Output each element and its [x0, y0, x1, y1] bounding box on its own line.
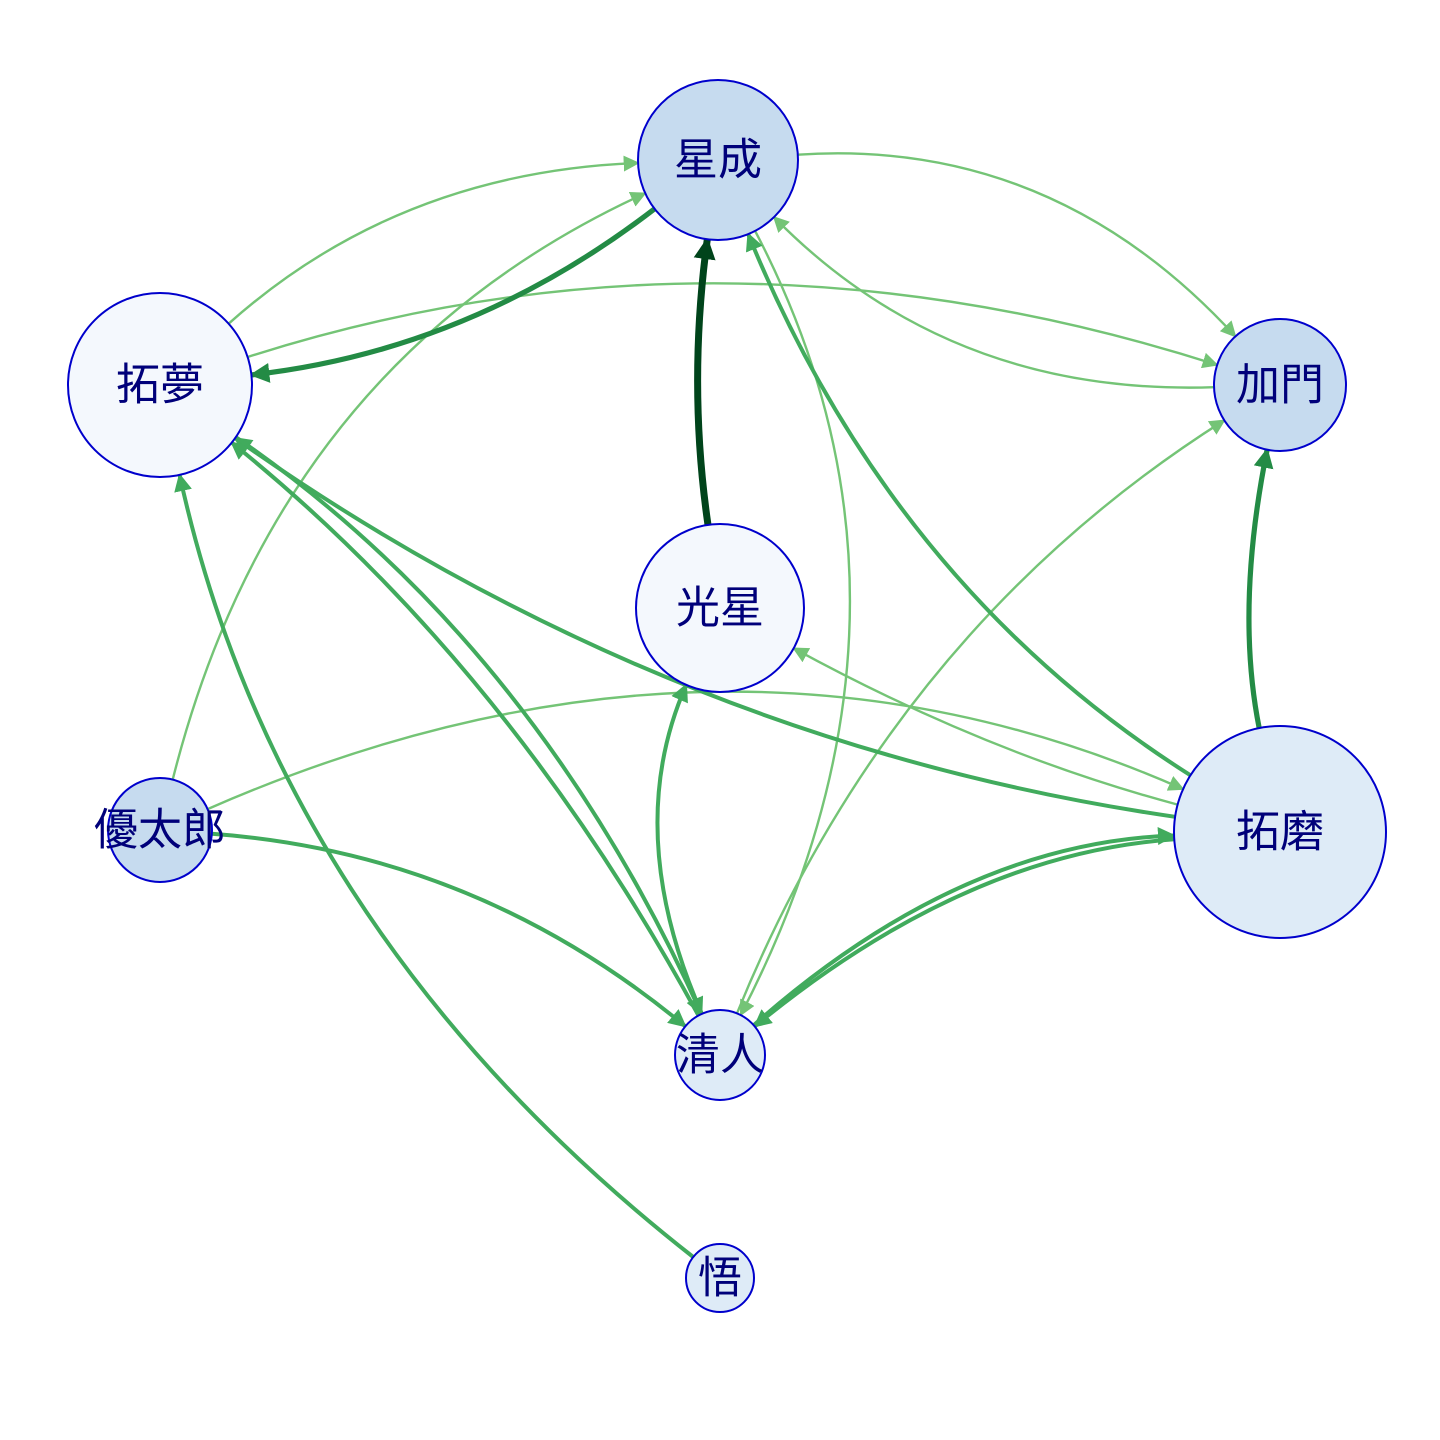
node-takuma: 拓磨	[1173, 725, 1387, 939]
node-label-satoru: 悟	[698, 1253, 742, 1304]
edge-kosei-to-seisei	[693, 235, 716, 529]
edges-layer	[171, 152, 1274, 1259]
node-circle-seisei	[637, 79, 799, 241]
edge-takumu-to-kamon	[246, 282, 1219, 369]
edge-takumu-to-kiyoto	[233, 435, 704, 1016]
edge-yutaro-to-seisei	[171, 192, 647, 781]
node-label-seisei: 星成	[674, 135, 762, 186]
node-label-kiyoto: 清人	[676, 1030, 764, 1081]
node-kamon: 加門	[1213, 318, 1347, 452]
edge-kiyoto-to-takumu	[229, 440, 701, 1018]
edge-takuma-to-kiyoto	[752, 837, 1177, 1029]
node-kosei: 光星	[635, 523, 805, 693]
edge-kiyoto-to-takuma	[751, 827, 1177, 1028]
edge-takuma-to-kamon	[1246, 447, 1274, 731]
node-satoru: 悟	[685, 1243, 755, 1313]
node-circle-yutaro	[107, 777, 213, 883]
edge-satoru-to-takumu	[174, 472, 696, 1259]
node-label-yutaro: 優太郎	[94, 805, 226, 856]
node-circle-takuma	[1173, 725, 1387, 939]
edge-yutaro-to-kiyoto	[209, 831, 688, 1029]
node-takumu: 拓夢	[67, 292, 253, 478]
node-circle-kosei	[635, 523, 805, 693]
node-label-kosei: 光星	[676, 583, 764, 634]
node-kiyoto: 清人	[674, 1009, 766, 1101]
edge-takuma-to-seisei	[745, 232, 1193, 778]
edge-takumu-to-seisei	[227, 155, 640, 325]
node-label-kamon: 加門	[1236, 360, 1324, 411]
edge-kiyoto-to-kosei	[655, 682, 704, 1016]
node-yutaro: 優太郎	[94, 777, 226, 883]
edge-kiyoto-to-kamon	[735, 419, 1226, 1015]
node-seisei: 星成	[637, 79, 799, 241]
edge-seisei-to-kiyoto	[739, 229, 852, 1017]
node-label-takuma: 拓磨	[1236, 807, 1324, 858]
node-circle-satoru	[685, 1243, 755, 1313]
node-circle-kiyoto	[674, 1009, 766, 1101]
edge-seisei-to-kamon	[796, 152, 1237, 338]
edge-kamon-to-seisei	[772, 215, 1216, 389]
edge-seisei-to-takumu	[248, 206, 658, 383]
node-circle-takumu	[67, 292, 253, 478]
node-label-takumu: 拓夢	[116, 360, 204, 411]
node-circle-kamon	[1213, 318, 1347, 452]
edge-takuma-to-kosei	[792, 647, 1179, 806]
